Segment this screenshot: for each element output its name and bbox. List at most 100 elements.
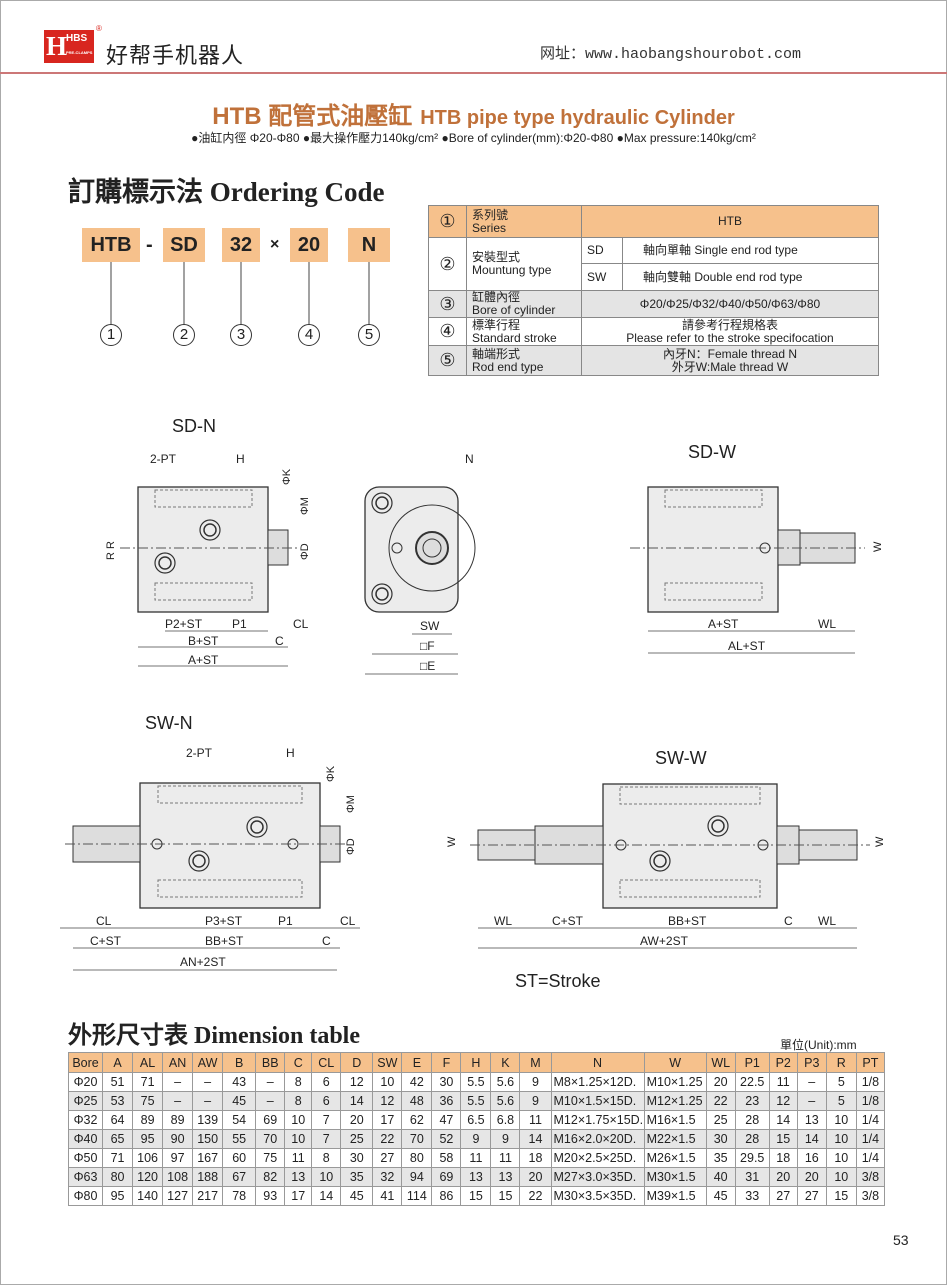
dimension-label: WL: [494, 914, 512, 928]
table-cell: 114: [401, 1186, 433, 1206]
table-cell: 22: [519, 1186, 552, 1206]
table-cell: M30×3.5×35D.: [550, 1186, 645, 1206]
dimension-label: N: [465, 452, 474, 466]
table-cell: 167: [192, 1148, 224, 1168]
code-bore: 32: [222, 228, 260, 262]
table-cell: 127: [162, 1186, 194, 1206]
table-cell: 64: [102, 1110, 134, 1130]
table-cell: 13: [490, 1167, 521, 1187]
code-series: HTB: [82, 228, 140, 262]
table-cell: M39×1.5: [643, 1186, 707, 1206]
table-cell: 33: [734, 1186, 770, 1206]
table-cell: 8: [311, 1148, 342, 1168]
column-header: P3: [796, 1052, 827, 1073]
table-cell: 20: [340, 1110, 374, 1130]
table-cell: –: [162, 1091, 194, 1111]
table-cell: 188: [192, 1167, 224, 1187]
table-cell: 22.5: [734, 1072, 770, 1092]
table-cell: 9: [519, 1072, 552, 1092]
dimension-label: R R: [105, 541, 117, 560]
dimension-table-heading: 外形尺寸表 Dimension table: [68, 1023, 361, 1049]
table-cell: M26×1.5: [643, 1148, 707, 1168]
table-cell: 7: [311, 1110, 342, 1130]
mount-desc: 軸向雙軸 Double end rod type: [622, 263, 879, 291]
table-cell: 12: [768, 1091, 798, 1111]
table-cell: 15: [490, 1186, 521, 1206]
table-cell: 1/4: [855, 1129, 886, 1149]
dimension-label: P2+ST: [165, 617, 203, 631]
dimension-label: 2-PT: [150, 452, 177, 466]
table-cell: Φ25: [67, 1091, 104, 1111]
table-cell: 29.5: [734, 1148, 770, 1168]
table-cell: Φ63: [67, 1167, 104, 1187]
table-cell: 14: [311, 1186, 342, 1206]
table-cell: 41: [372, 1186, 403, 1206]
column-header: P1: [734, 1052, 770, 1073]
table-cell: 42: [401, 1072, 433, 1092]
code-rod-end: N: [348, 228, 390, 262]
dimension-label: P3+ST: [205, 914, 243, 928]
table-cell: 23: [734, 1091, 770, 1111]
dimension-label: C: [275, 634, 284, 648]
table-cell: M8×1.25×12D.: [550, 1072, 645, 1092]
table-cell: 71: [132, 1072, 164, 1092]
dimension-label: □F: [420, 639, 435, 653]
table-cell: 10: [825, 1148, 857, 1168]
stroke-note: ST=Stroke: [515, 971, 601, 991]
table-cell: 14: [340, 1091, 374, 1111]
drawing-sd-n: SD-N 2-PT H ΦK ΦM ΦD R R P2+ST P1 CL B+S…: [105, 416, 311, 667]
table-cell: 10: [372, 1072, 403, 1092]
dimension-label: CL: [293, 617, 309, 631]
table-cell: 75: [132, 1091, 164, 1111]
table-cell: M16×2.0×20D.: [550, 1129, 645, 1149]
table-cell: 12: [340, 1072, 374, 1092]
table-cell: 5: [825, 1091, 857, 1111]
dimension-label: C: [784, 914, 793, 928]
table-cell: M12×1.75×15D.: [550, 1110, 645, 1130]
table-cell: 30: [705, 1129, 736, 1149]
table-cell: 58: [431, 1148, 462, 1168]
table-cell: M27×3.0×35D.: [550, 1167, 645, 1187]
table-cell: 90: [162, 1129, 194, 1149]
dimension-label: W: [874, 836, 886, 847]
drawing-front-view: N SW □F □E: [364, 452, 476, 675]
dimension-label: C+ST: [552, 914, 584, 928]
column-header: M: [519, 1052, 552, 1073]
table-cell: 5.6: [490, 1091, 521, 1111]
registered-icon: ®: [96, 24, 102, 33]
table-cell: 67: [222, 1167, 257, 1187]
table-cell: 217: [192, 1186, 224, 1206]
dimension-label: 2-PT: [186, 746, 213, 760]
dimension-label: ΦK: [281, 468, 293, 485]
drawing-sw-w: SW-W W W WL C+ST BB+ST C WL AW+2ST: [446, 748, 886, 949]
table-cell: 86: [431, 1186, 462, 1206]
table-cell: 75: [255, 1148, 286, 1168]
table-cell: 17: [284, 1186, 313, 1206]
dimension-label: SW-N: [145, 713, 193, 733]
table-cell: Φ32: [67, 1110, 104, 1130]
column-header: B: [222, 1052, 257, 1073]
table-cell: 69: [255, 1110, 286, 1130]
dimension-label: A+ST: [708, 617, 739, 631]
table-cell: 22: [372, 1129, 403, 1149]
column-header: WL: [705, 1052, 736, 1073]
table-cell: 12: [372, 1091, 403, 1111]
column-header: D: [340, 1052, 374, 1073]
table-cell: 45: [222, 1091, 257, 1111]
dimension-label: AN+2ST: [180, 955, 226, 969]
table-cell: 1/8: [855, 1072, 886, 1092]
table-cell: 30: [431, 1072, 462, 1092]
dimension-label: H: [286, 746, 295, 760]
table-cell: –: [162, 1072, 194, 1092]
table-cell: M22×1.5: [643, 1129, 707, 1149]
column-header: PT: [855, 1052, 886, 1073]
dimension-label: WL: [818, 617, 836, 631]
table-cell: 51: [102, 1072, 134, 1092]
table-cell: 20: [705, 1072, 736, 1092]
